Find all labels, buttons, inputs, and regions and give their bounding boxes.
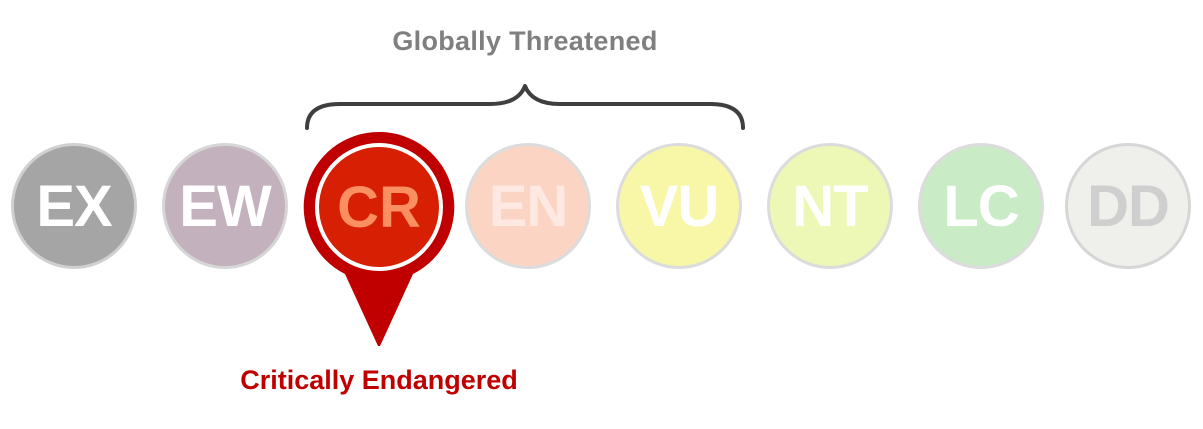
map-pin-icon: CR: [303, 131, 455, 346]
category-badge-dd: DD: [1065, 143, 1191, 269]
curly-brace: [305, 84, 745, 130]
category-badge-vu: VU: [616, 143, 742, 269]
selected-category-label: Critically Endangered: [240, 365, 518, 395]
category-badge-lc: LC: [918, 143, 1044, 269]
cr-pin-code: CR: [337, 175, 421, 240]
category-badge-nt: NT: [767, 143, 893, 269]
category-badge-en: EN: [465, 143, 591, 269]
group-title: Globally Threatened: [392, 26, 658, 56]
category-badge-ew: EW: [162, 143, 288, 269]
category-badge-ex: EX: [11, 143, 137, 269]
